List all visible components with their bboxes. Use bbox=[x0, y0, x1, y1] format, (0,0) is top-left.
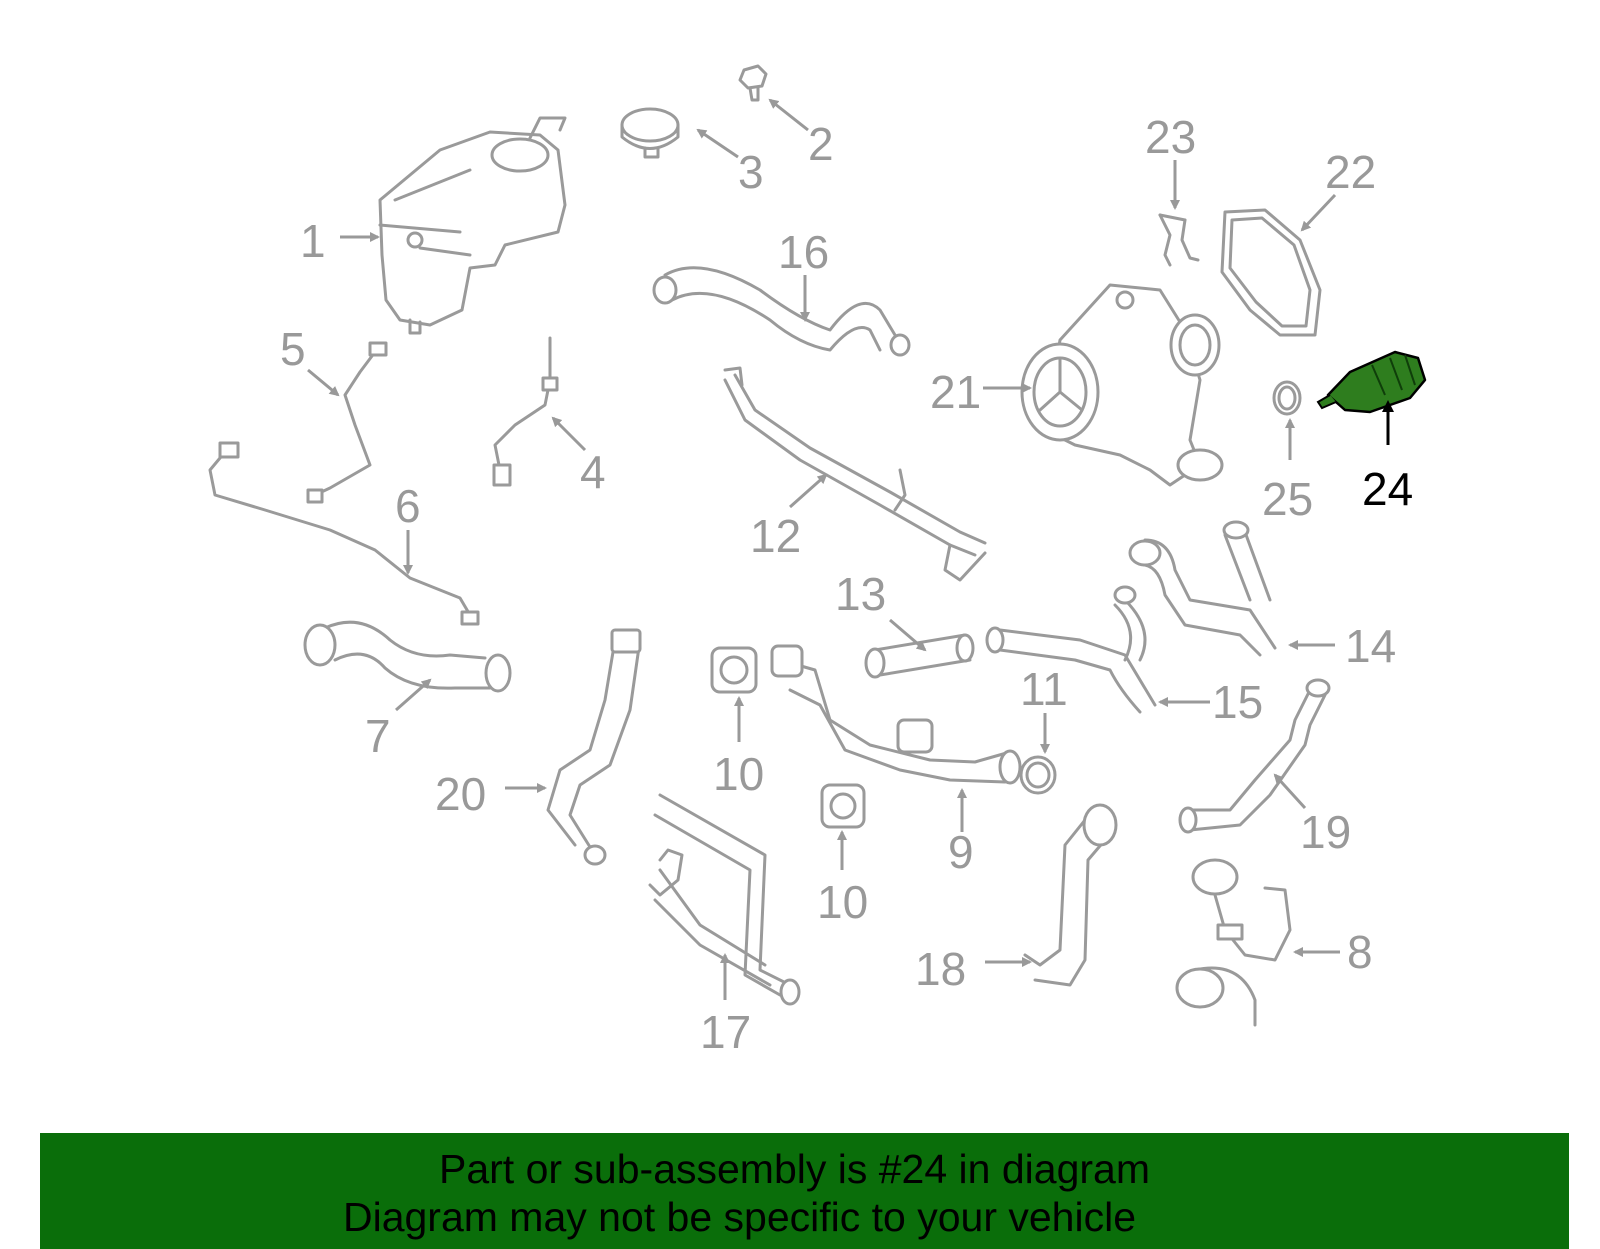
banner-line-disclaimer: Diagram may not be specific to your vehi… bbox=[342, 1194, 1136, 1240]
callout-21[interactable]: 21 bbox=[930, 366, 981, 418]
callout-1[interactable]: 1 bbox=[300, 215, 326, 267]
callout-16[interactable]: 16 bbox=[778, 226, 829, 278]
callout-12[interactable]: 12 bbox=[750, 510, 801, 562]
part-17-pipe[interactable] bbox=[648, 793, 801, 1006]
part-22-gasket[interactable] bbox=[1220, 208, 1322, 337]
callout-10a[interactable]: 10 bbox=[713, 748, 764, 800]
part-10-gasket-b[interactable] bbox=[820, 783, 866, 829]
part-7-hose[interactable] bbox=[303, 620, 512, 693]
callout-11[interactable]: 11 bbox=[1020, 663, 1068, 715]
callout-13[interactable]: 13 bbox=[835, 568, 886, 620]
part-12-bracket[interactable] bbox=[723, 366, 987, 582]
callout-6[interactable]: 6 bbox=[395, 480, 421, 532]
part-16-hose[interactable] bbox=[652, 266, 911, 357]
callout-labels: 1 2 3 4 5 6 7 8 9 10 10 11 12 13 14 15 1… bbox=[280, 111, 1413, 1058]
callout-24[interactable]: 24 bbox=[1362, 463, 1413, 515]
part-1-coolant-reservoir[interactable] bbox=[378, 116, 567, 335]
callout-10b[interactable]: 10 bbox=[817, 876, 868, 928]
part-14-hose[interactable] bbox=[1128, 520, 1277, 657]
callout-22[interactable]: 22 bbox=[1325, 146, 1376, 198]
callout-7[interactable]: 7 bbox=[365, 710, 391, 762]
part-18-hose[interactable] bbox=[1023, 803, 1118, 987]
part-6-wire-harness[interactable] bbox=[208, 441, 480, 626]
part-8-hose[interactable] bbox=[1175, 858, 1292, 1027]
callout-2[interactable]: 2 bbox=[808, 118, 834, 170]
callout-25[interactable]: 25 bbox=[1262, 473, 1313, 525]
part-9-pipe[interactable] bbox=[770, 644, 1022, 785]
callout-23[interactable]: 23 bbox=[1145, 111, 1196, 163]
banner-line-part: Part or sub-assembly is #24 in diagram bbox=[439, 1146, 1150, 1192]
callout-5[interactable]: 5 bbox=[280, 323, 306, 375]
callout-14[interactable]: 14 bbox=[1345, 620, 1396, 672]
part-23-clip[interactable] bbox=[1158, 213, 1200, 267]
parts-diagram: 1 2 3 4 5 6 7 8 9 10 10 11 12 13 14 15 1… bbox=[208, 64, 1427, 1058]
part-4-sensor-wire[interactable] bbox=[492, 336, 559, 487]
callout-9[interactable]: 9 bbox=[948, 826, 974, 878]
part-20-hose[interactable] bbox=[546, 628, 642, 866]
info-banner: Part or sub-assembly is #24 in diagram D… bbox=[40, 1133, 1569, 1249]
part-21-thermostat-housing[interactable] bbox=[1020, 283, 1224, 487]
part-11-o-ring[interactable] bbox=[1019, 755, 1057, 795]
part-10-gasket-a[interactable] bbox=[710, 646, 758, 694]
callout-18[interactable]: 18 bbox=[915, 943, 966, 995]
callout-3[interactable]: 3 bbox=[738, 146, 764, 198]
callout-20[interactable]: 20 bbox=[435, 768, 486, 820]
part-15-hose[interactable] bbox=[985, 585, 1157, 714]
callout-19[interactable]: 19 bbox=[1300, 806, 1351, 858]
part-13-tube[interactable] bbox=[864, 633, 975, 679]
part-5-wire-harness[interactable] bbox=[306, 341, 388, 504]
part-24-temperature-sensor[interactable] bbox=[1316, 350, 1427, 414]
part-19-hose[interactable] bbox=[1178, 678, 1331, 834]
callout-4[interactable]: 4 bbox=[580, 446, 606, 498]
part-25-o-ring[interactable] bbox=[1272, 380, 1302, 416]
part-3-cap[interactable] bbox=[620, 107, 680, 159]
leader-lines bbox=[307, 98, 1394, 1000]
part-2-bolt[interactable] bbox=[738, 64, 768, 102]
callout-17[interactable]: 17 bbox=[700, 1006, 751, 1058]
callout-8[interactable]: 8 bbox=[1347, 926, 1373, 978]
callout-15[interactable]: 15 bbox=[1212, 676, 1263, 728]
